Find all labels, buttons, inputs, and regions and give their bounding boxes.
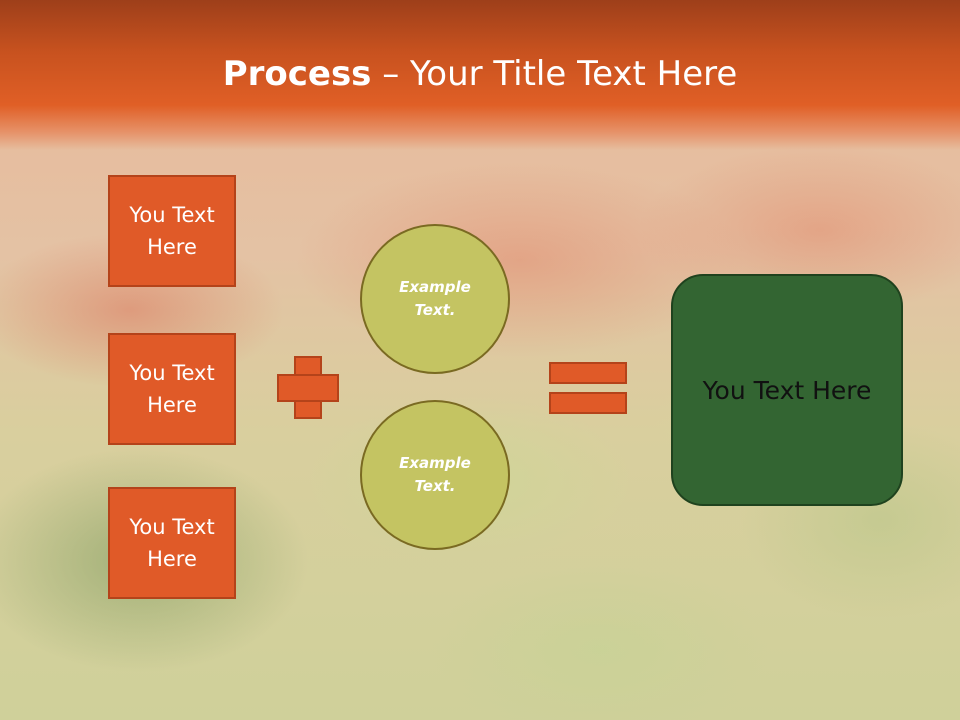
input-box-1-label: You Text Here <box>129 203 215 259</box>
input-box-3[interactable]: You Text Here <box>108 487 236 599</box>
plus-center <box>296 376 320 400</box>
title-rest: – Your Title Text Here <box>371 54 738 94</box>
equals-bottom-bar <box>549 392 627 414</box>
example-circle-1[interactable]: Example Text. <box>360 224 510 374</box>
input-box-1[interactable]: You Text Here <box>108 175 236 287</box>
input-box-2[interactable]: You Text Here <box>108 333 236 445</box>
title-banner <box>0 0 960 150</box>
result-box[interactable]: You Text Here <box>671 274 903 506</box>
slide-title: Process – Your Title Text Here <box>0 52 960 96</box>
example-circle-2[interactable]: Example Text. <box>360 400 510 550</box>
example-circle-2-label: Example Text. <box>399 454 471 495</box>
example-circle-1-label: Example Text. <box>399 278 471 319</box>
result-box-label: You Text Here <box>702 375 872 405</box>
equals-top-bar <box>549 362 627 384</box>
input-box-2-label: You Text Here <box>129 361 215 417</box>
input-box-3-label: You Text Here <box>129 515 215 571</box>
title-bold: Process <box>222 54 372 94</box>
